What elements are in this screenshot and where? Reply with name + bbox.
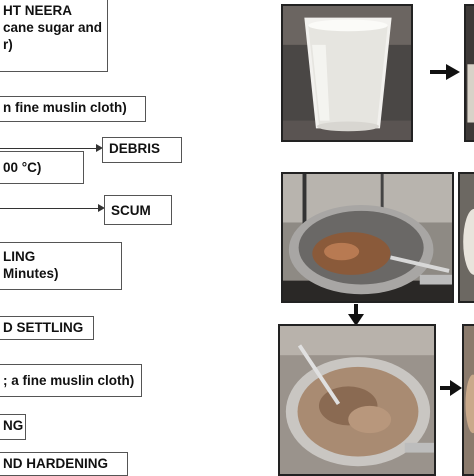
scum-arrow-line — [0, 208, 98, 209]
flow-step-neera-line3: r) — [3, 36, 101, 53]
flow-step-straining: ; a fine muslin cloth) — [0, 364, 142, 397]
scum-label: SCUM — [111, 203, 151, 218]
flow-step-boiling-line2: Minutes) — [3, 265, 115, 282]
debris-label: DEBRIS — [109, 141, 160, 156]
flow-step-cooling: NG — [0, 414, 26, 440]
photo-arrow-3 — [440, 380, 462, 396]
flow-step-neera-line2: cane sugar and — [3, 19, 101, 36]
debris-arrow-line — [0, 148, 96, 149]
flow-step-filtering: n fine muslin cloth) — [0, 96, 146, 122]
photo-paste-next-cropped — [462, 324, 474, 476]
photo-boiling-next-cropped — [458, 172, 474, 303]
flow-step-hardening: ND HARDENING — [0, 452, 128, 476]
flow-step-straining-label: ; a fine muslin cloth) — [3, 373, 134, 388]
flow-step-neera: HT NEERA cane sugar and r) — [0, 0, 108, 72]
flow-step-filtering-label: n fine muslin cloth) — [3, 100, 127, 115]
photo-neera-next-cropped — [464, 4, 474, 142]
photo-arrow-2 — [348, 304, 364, 326]
photo-boiling-kadai — [281, 172, 454, 303]
flow-step-settling-label: D SETTLING — [3, 320, 83, 335]
debris-box: DEBRIS — [102, 137, 182, 163]
flow-step-settling: D SETTLING — [0, 316, 94, 340]
flow-step-boiling-line1: LING — [3, 248, 115, 265]
flow-step-boiling: LING Minutes) — [0, 242, 122, 290]
flow-step-heating: 00 °C) — [0, 151, 84, 184]
scum-box: SCUM — [104, 195, 172, 225]
photo-neera-glass — [281, 4, 413, 142]
flow-step-cooling-label: NG — [3, 418, 23, 433]
photo-jaggery-paste — [278, 324, 436, 476]
flow-step-hardening-label: ND HARDENING — [3, 456, 108, 471]
flow-step-heating-label: 00 °C) — [3, 160, 41, 175]
photo-arrow-1 — [430, 64, 460, 80]
flow-step-neera-line1: HT NEERA — [3, 2, 101, 19]
